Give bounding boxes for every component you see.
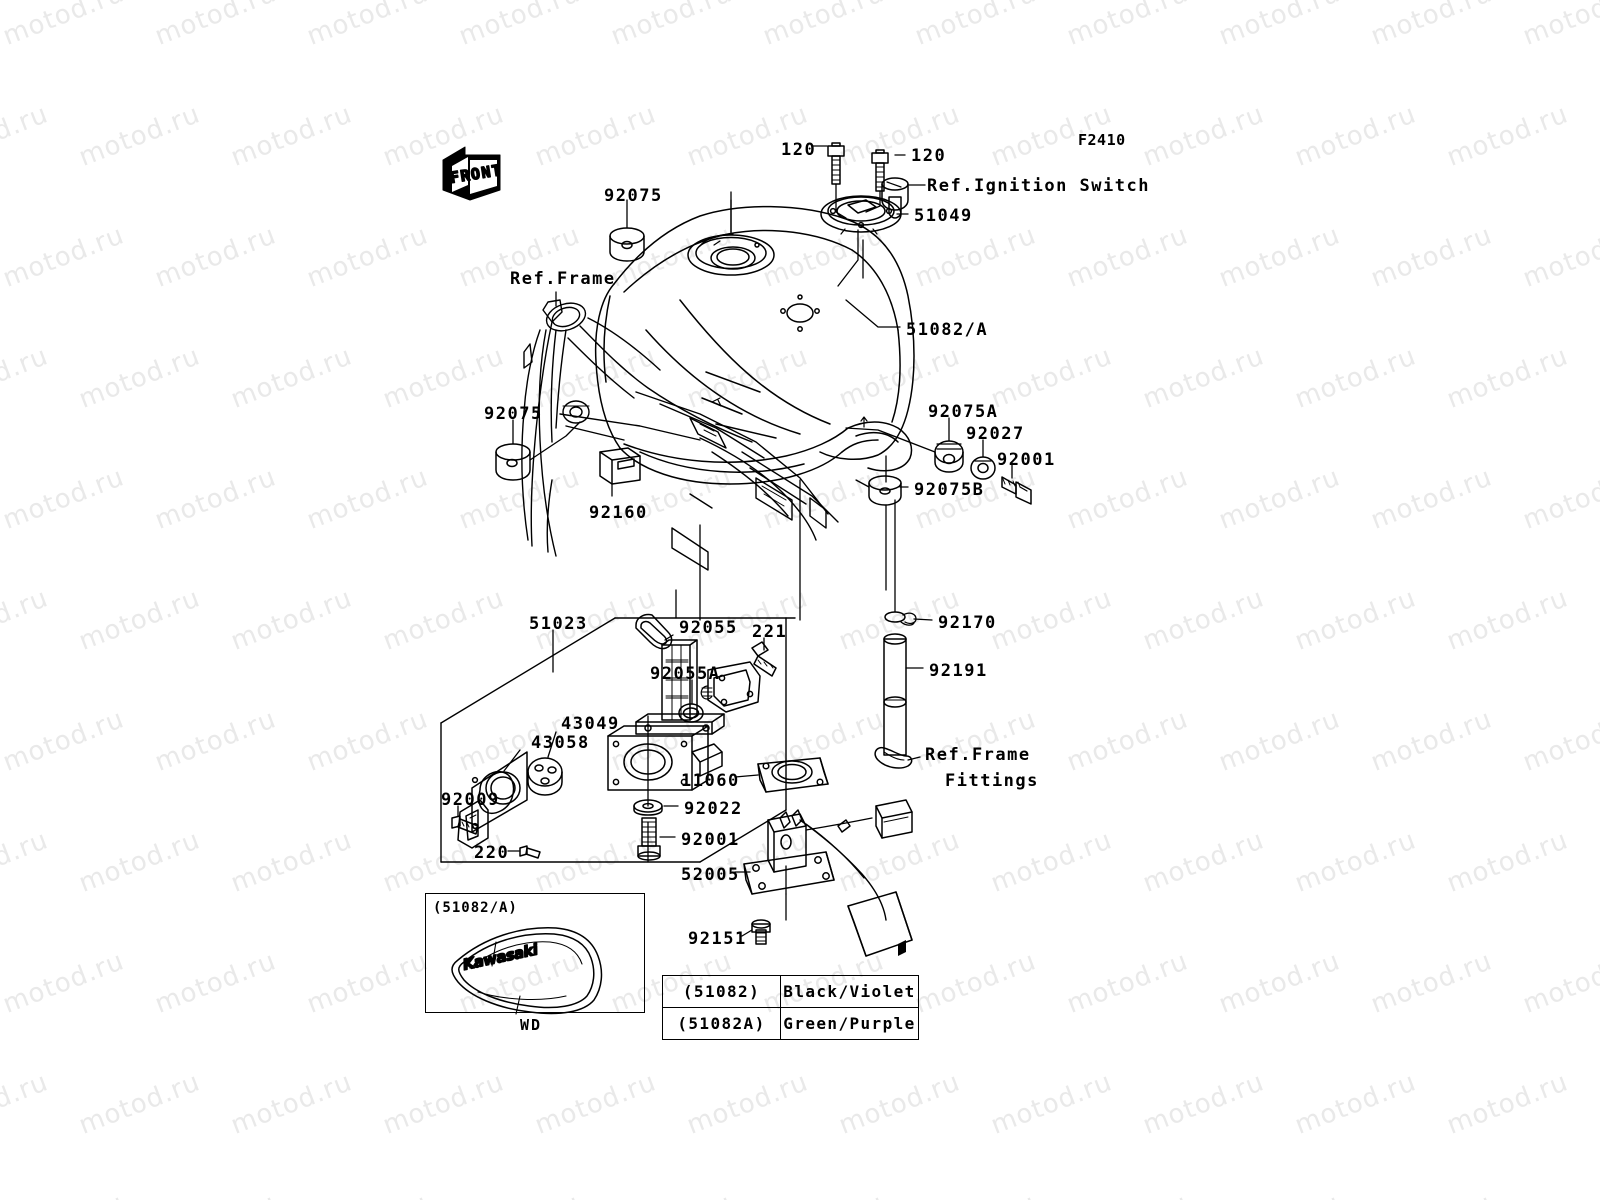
bolt-92151: [751, 919, 771, 945]
callout-92075A: 92075A: [928, 402, 999, 422]
fuel-cap-51049: [820, 195, 902, 235]
bolt-120-right: [871, 149, 889, 192]
callout-92075-top: 92075: [604, 186, 663, 206]
oring-92055A: [678, 703, 704, 723]
damper-92075-left: [495, 443, 531, 481]
callout-92055: 92055: [679, 618, 738, 638]
legend-code: (51082A): [662, 1007, 781, 1040]
damper-92075B: [868, 475, 902, 506]
block-92160: [599, 447, 641, 485]
fuel-sender-52005: [743, 799, 913, 957]
callout-92027: 92027: [966, 424, 1025, 444]
callout-92191: 92191: [929, 661, 988, 681]
legend-row: (51082) Black/Violet: [662, 975, 919, 1008]
collar-92027: [970, 456, 996, 480]
legend-code: (51082): [662, 975, 781, 1008]
gasket-11060: [757, 757, 829, 793]
ignition-switch-ref-part: [881, 177, 909, 219]
inset-caption: WD: [520, 1016, 543, 1034]
fuel-valve-group-box: [440, 617, 796, 863]
callout-92009: 92009: [441, 790, 500, 810]
ref-frame-fittings-label-1: Ref.Frame: [925, 745, 1031, 765]
callout-92001-right: 92001: [997, 450, 1056, 470]
ref-frame-fittings-label-2: Fittings: [945, 771, 1039, 791]
callout-92001-bottom: 92001: [681, 830, 740, 850]
callout-92160: 92160: [589, 503, 648, 523]
callout-92075-left: 92075: [484, 404, 543, 424]
leader-lines: [457, 145, 1013, 937]
diagram-code: F2410: [1078, 131, 1126, 149]
legend-row: (51082A) Green/Purple: [662, 1007, 919, 1040]
ref-frame-label: Ref.Frame: [510, 269, 616, 289]
callout-43049: 43049: [561, 714, 620, 734]
color-legend-table: (51082) Black/Violet (51082A) Green/Purp…: [662, 975, 919, 1040]
callout-220: 220: [474, 843, 510, 863]
clamp-92170: [884, 611, 917, 626]
callout-92170: 92170: [938, 613, 997, 633]
tank-filler-neck: [687, 233, 775, 276]
ref-ignition-switch-label: Ref.Ignition Switch: [927, 176, 1150, 196]
bolt-120-left: [827, 142, 845, 185]
callout-51049: 51049: [914, 206, 973, 226]
part-92009-body: [457, 799, 489, 849]
fuel-valve-body: [607, 639, 725, 791]
frame-fitting-clip: [874, 746, 913, 769]
tank-cover-inset-box: [425, 893, 645, 1013]
bolt-92001-right: [1001, 476, 1032, 505]
callout-92022: 92022: [684, 799, 743, 819]
lever-plate-assembly: [700, 661, 761, 713]
callout-52005: 52005: [681, 865, 740, 885]
washer-92022: [633, 799, 663, 816]
callout-120-b: 120: [911, 146, 947, 166]
frame-assembly: [521, 299, 839, 571]
callout-92151: 92151: [688, 929, 747, 949]
grommet-92075A: [934, 440, 964, 473]
bolt-92001-bottom: [637, 817, 661, 861]
inset-title: (51082/A): [433, 900, 518, 916]
hose-92191: [883, 633, 907, 756]
callout-11060: 11060: [681, 771, 740, 791]
legend-color: Black/Violet: [780, 975, 919, 1008]
callout-51023: 51023: [529, 614, 588, 634]
screw-220: [519, 845, 541, 859]
callout-43058: 43058: [531, 733, 590, 753]
callout-120-a: 120: [781, 140, 817, 160]
callout-51082A: 51082/A: [906, 320, 989, 340]
front-arrow-icon: FRONT: [442, 146, 504, 201]
callout-92075B: 92075B: [914, 480, 985, 500]
oring-92055: [635, 613, 673, 650]
legend-color: Green/Purple: [780, 1007, 919, 1040]
part-43049: [527, 757, 563, 796]
callout-221: 221: [752, 622, 788, 642]
screw-221: [751, 641, 777, 677]
screw-92009: [451, 815, 479, 835]
callout-92055A: 92055A: [650, 664, 721, 684]
